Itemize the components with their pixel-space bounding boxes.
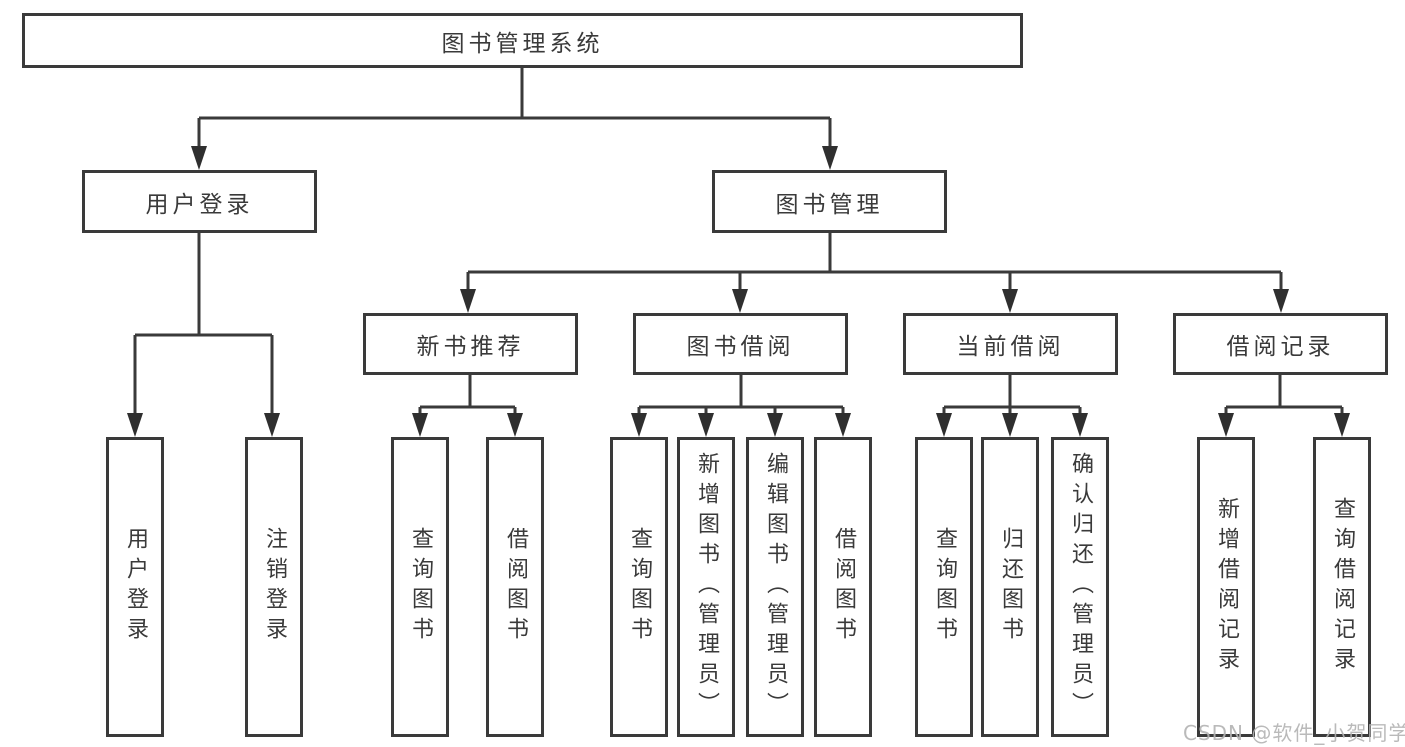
leaf-newbook-borrow: 借阅图书	[486, 437, 544, 737]
leaf-user-login: 用户登录	[106, 437, 164, 737]
leaf-borrow-edit-label: 编辑图书（管理员）	[763, 452, 788, 722]
leaf-newbook-query: 查询图书	[391, 437, 449, 737]
leaf-borrow-add-label: 新增图书（管理员）	[694, 452, 719, 722]
leaf-current-confirm: 确认归还（管理员）	[1051, 437, 1109, 737]
node-book-management: 图书管理	[712, 170, 947, 233]
leaf-user-login-label: 用户登录	[123, 527, 148, 647]
node-book-borrow-label: 图书借阅	[686, 334, 795, 360]
leaf-borrow-add: 新增图书（管理员）	[677, 437, 735, 737]
leaf-current-confirm-label: 确认归还（管理员）	[1068, 452, 1093, 722]
leaf-current-query: 查询图书	[915, 437, 973, 737]
leaf-current-return: 归还图书	[981, 437, 1039, 737]
leaf-current-query-label: 查询图书	[932, 527, 957, 647]
node-borrow-record-label: 借阅记录	[1226, 334, 1335, 360]
leaf-newbook-borrow-label: 借阅图书	[503, 527, 528, 647]
node-user-login: 用户登录	[82, 170, 317, 233]
node-book-borrow: 图书借阅	[633, 313, 848, 375]
leaf-record-query: 查询借阅记录	[1313, 437, 1371, 737]
leaf-current-return-label: 归还图书	[998, 527, 1023, 647]
leaf-borrow-borrow-label: 借阅图书	[831, 527, 856, 647]
node-user-login-label: 用户登录	[145, 191, 254, 218]
leaf-logout-label: 注销登录	[262, 527, 287, 647]
node-current-borrow: 当前借阅	[903, 313, 1118, 375]
leaf-borrow-query: 查询图书	[610, 437, 668, 737]
leaf-record-add: 新增借阅记录	[1197, 437, 1255, 737]
node-root: 图书管理系统	[22, 13, 1023, 68]
node-book-management-label: 图书管理	[775, 191, 884, 218]
leaf-newbook-query-label: 查询图书	[408, 527, 433, 647]
leaf-borrow-query-label: 查询图书	[627, 527, 652, 647]
leaf-record-add-label: 新增借阅记录	[1214, 497, 1239, 677]
node-borrow-record: 借阅记录	[1173, 313, 1388, 375]
node-new-book-recommend: 新书推荐	[363, 313, 578, 375]
leaf-logout: 注销登录	[245, 437, 303, 737]
leaf-borrow-borrow: 借阅图书	[814, 437, 872, 737]
leaf-borrow-edit: 编辑图书（管理员）	[746, 437, 804, 737]
node-new-book-recommend-label: 新书推荐	[416, 334, 525, 360]
csdn-watermark: CSDN @软件_小贺同学	[1183, 721, 1405, 745]
node-current-borrow-label: 当前借阅	[956, 334, 1065, 360]
leaf-record-query-label: 查询借阅记录	[1330, 497, 1355, 677]
node-root-label: 图书管理系统	[441, 30, 604, 57]
